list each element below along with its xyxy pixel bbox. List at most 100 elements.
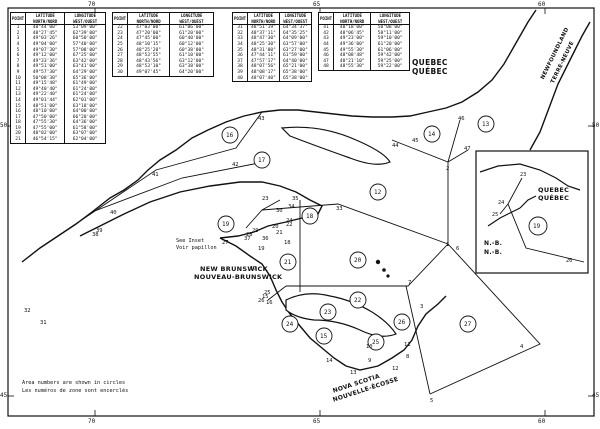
boundary-point-40: 40 <box>110 210 117 216</box>
table-cell: 36 <box>231 53 248 59</box>
table-cell: 61°20'00" <box>169 30 214 37</box>
inset-point-25: 25 <box>492 212 499 218</box>
table-cell: 65°38'00" <box>278 75 312 82</box>
zone-number-14: 14 <box>428 131 436 138</box>
zone-number-21: 21 <box>284 259 292 266</box>
table-cell: 49°15'48" <box>25 81 65 87</box>
table-cell: 49°12'00" <box>25 53 65 59</box>
note-area-numbers-fr: Les numéros de zone sont encerclés <box>22 388 129 394</box>
magdalen-islands <box>375 259 390 278</box>
table-cell: 42 <box>317 30 334 37</box>
table-cell: 41 <box>317 24 334 31</box>
boundary-point-13: 13 <box>350 370 357 376</box>
table-cell: 4 <box>9 41 26 48</box>
table-cell: 35 <box>231 47 248 54</box>
table-cell: 61°49'00" <box>64 81 106 87</box>
boundary-point-26: 26 <box>258 298 265 304</box>
table-cell: 48°27'45" <box>25 30 65 37</box>
zone-number-23: 23 <box>324 309 332 316</box>
table-cell: 48°51'00" <box>25 103 65 110</box>
inset-point-23: 23 <box>520 172 527 178</box>
table-cell: 64°35'25" <box>278 30 312 37</box>
table-cell: 67°25'00" <box>64 53 106 59</box>
table-header: LATITUDE NORTH/NORD <box>247 11 280 26</box>
boundary-point-14: 14 <box>326 358 333 364</box>
table-cell: 58°08'00" <box>370 24 410 31</box>
inset-zone-circle <box>528 216 548 236</box>
boundary-point-1: 1 <box>446 242 450 248</box>
zone-circles <box>217 115 495 351</box>
table-cell: 63°57'00" <box>278 41 312 48</box>
label-quebec-fr: QUÉBEC <box>412 67 448 76</box>
table-cell: 61°58'00" <box>64 125 106 132</box>
boundary-point-3: 3 <box>420 304 424 310</box>
table-cell: 66°20'00" <box>64 114 106 121</box>
label-new-brunswick-fr: NOUVEAU-BRUNSWICK <box>194 273 283 281</box>
inset-zone-19: 19 <box>533 223 541 230</box>
table-cell: 61°20'00" <box>370 41 410 48</box>
boundary-point-11: 11 <box>404 342 411 348</box>
table-cell: 49°22'40" <box>25 92 65 98</box>
table-cell: 39 <box>231 69 248 76</box>
table-cell: 40 <box>231 75 248 82</box>
table-cell: 47°03'00" <box>127 24 170 31</box>
table-cell: 60°38'00" <box>169 47 214 54</box>
table-cell: 49°07'45" <box>127 69 170 77</box>
boundary-point-6: 6 <box>456 246 460 252</box>
boundary-point-32: 32 <box>24 308 31 314</box>
table-cell: 48°10'15" <box>127 41 170 48</box>
table-cell: 57°40'00" <box>64 41 106 48</box>
boundary-point-39: 39 <box>96 228 103 234</box>
table-header: POINT <box>231 11 249 26</box>
table-cell: 61°24'00" <box>64 92 106 98</box>
table-cell: 47°45'00" <box>127 36 170 42</box>
table-cell: 47°20'00" <box>127 30 170 37</box>
inset-point-26: 26 <box>566 258 573 264</box>
inset-label-nb-en: N.-B. <box>484 240 503 247</box>
table-cell: 62°04'00" <box>64 137 106 144</box>
table-cell: 59°10'00" <box>370 36 410 42</box>
table-cell: 11 <box>9 81 26 87</box>
zone-number-17: 17 <box>258 157 266 164</box>
table-cell: 64°34'37" <box>278 24 312 31</box>
table-cell: 48°31'00" <box>247 47 280 54</box>
table-header: LATITUDE NORTH/NORD <box>25 11 66 26</box>
boundary-point-20: 20 <box>272 224 279 230</box>
boundary-point-16: 16 <box>266 300 273 306</box>
table-cell: 14 <box>9 97 26 104</box>
table-cell: 65°21'00" <box>278 64 312 70</box>
table-cell: 48°08'48" <box>333 53 371 59</box>
table-cell: 63°41'00" <box>64 64 106 70</box>
bottom-tick-60: 60 <box>538 418 546 425</box>
table-header: POINT <box>111 11 129 26</box>
boundary-point-45: 45 <box>412 138 419 144</box>
boundary-point-44: 44 <box>392 143 399 149</box>
boundary-point-23: 23 <box>262 196 269 202</box>
table-cell: 8 <box>9 64 26 70</box>
table-header: LATITUDE NORTH/NORD <box>127 11 171 26</box>
table-header: LONGITUDE WEST/OUEST <box>169 11 214 26</box>
table-cell: 6 <box>9 53 26 59</box>
table-cell: 49°07'30" <box>25 47 65 54</box>
